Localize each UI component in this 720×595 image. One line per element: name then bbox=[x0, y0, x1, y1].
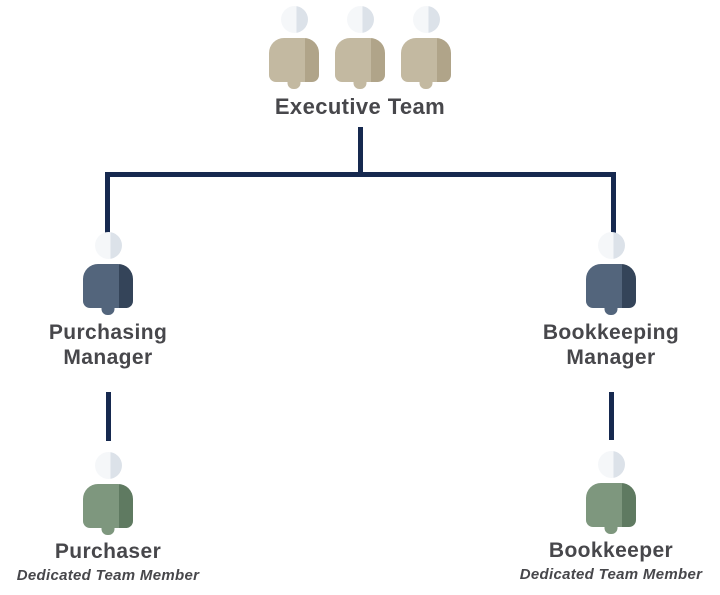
person-body-icon bbox=[586, 264, 636, 308]
person-icon bbox=[83, 452, 133, 528]
person-icon bbox=[269, 6, 319, 82]
person-head-icon bbox=[412, 6, 440, 33]
node-label-bookkeeping-manager: Bookkeeping Manager bbox=[542, 321, 680, 369]
connector-executive-drop bbox=[358, 127, 363, 173]
node-subtitle-purchaser: Dedicated Team Member bbox=[16, 567, 200, 584]
person-body-icon bbox=[83, 484, 133, 528]
person-head-icon bbox=[597, 232, 625, 259]
person-head-icon bbox=[346, 6, 374, 33]
connector-left-branch-drop bbox=[105, 172, 110, 233]
person-icon bbox=[335, 6, 385, 82]
node-executive-team: Executive Team bbox=[210, 6, 510, 119]
connector-purchaser-drop bbox=[106, 392, 111, 441]
connector-bookkeeper-drop bbox=[609, 392, 614, 440]
person-icon bbox=[586, 232, 636, 308]
person-head-icon bbox=[94, 232, 122, 259]
node-bookkeeping-manager: Bookkeeping Manager bbox=[491, 232, 720, 370]
person-body-icon bbox=[83, 264, 133, 308]
node-label-bookkeeper: Bookkeeper bbox=[548, 539, 674, 562]
person-icon bbox=[83, 232, 133, 308]
person-body-icon bbox=[586, 483, 636, 527]
node-label-purchaser: Purchaser bbox=[54, 540, 162, 563]
person-body-icon bbox=[401, 38, 451, 82]
person-body-icon bbox=[335, 38, 385, 82]
person-head-icon bbox=[280, 6, 308, 33]
node-purchasing-manager: Purchasing Manager bbox=[0, 232, 228, 370]
person-icon bbox=[401, 6, 451, 82]
connector-right-branch-drop bbox=[611, 172, 616, 234]
node-purchaser: Purchaser Dedicated Team Member bbox=[0, 452, 228, 584]
node-label-purchasing-manager: Purchasing Manager bbox=[48, 321, 168, 369]
node-bookkeeper: Bookkeeper Dedicated Team Member bbox=[491, 451, 720, 583]
person-body-icon bbox=[269, 38, 319, 82]
connector-horizontal bbox=[105, 172, 616, 177]
executive-icon-group bbox=[269, 6, 451, 82]
node-label-executive-team: Executive Team bbox=[274, 94, 446, 119]
person-head-icon bbox=[597, 451, 625, 478]
person-head-icon bbox=[94, 452, 122, 479]
node-subtitle-bookkeeper: Dedicated Team Member bbox=[519, 566, 703, 583]
person-icon bbox=[586, 451, 636, 527]
